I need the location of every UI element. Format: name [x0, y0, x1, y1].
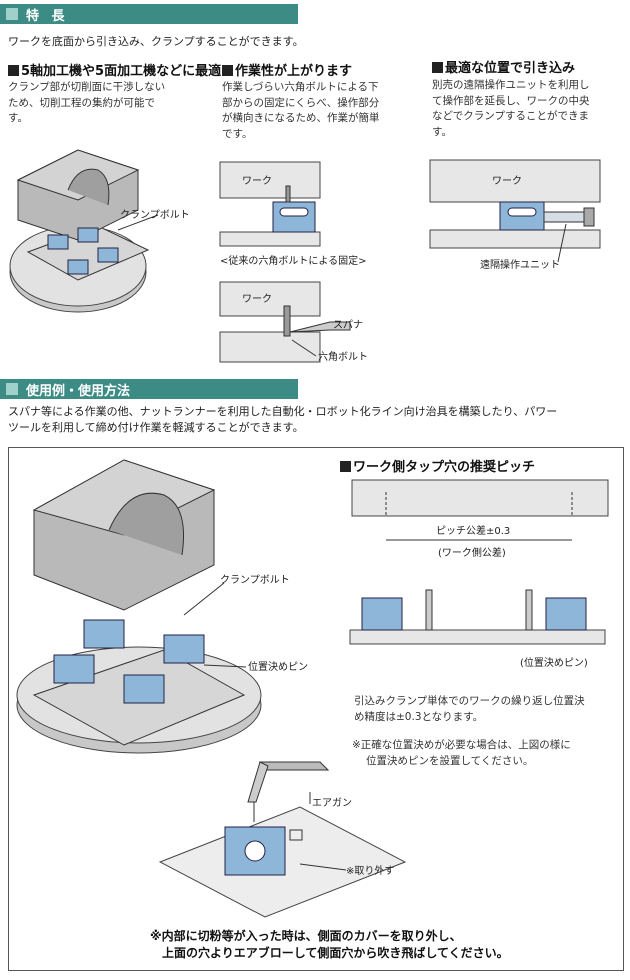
remove-label: ※取り外す — [346, 865, 394, 877]
feature-3-heading: 最適な位置で引き込み — [432, 57, 575, 76]
work-label: ワーク — [242, 175, 272, 187]
features-title: 特 長 — [26, 9, 69, 24]
feature-1-heading: 5軸加工機や5面加工機などに最適 — [8, 60, 221, 79]
work-label-2: ワーク — [242, 293, 272, 305]
pitch-illustration: ピッチ公差±0.3 (ワーク側公差) (位置決めピン) — [349, 479, 609, 669]
conventional-label: <従来の六角ボルトによる固定> — [220, 254, 366, 267]
remote-unit-label: 遠隔操作ユニット — [480, 258, 560, 271]
pitch-heading: ワーク側タップ穴の推奨ピッチ — [340, 456, 535, 475]
airgun-label: エアガン — [312, 797, 352, 809]
feature-2-text: 作業しづらい六角ボルトによる下部からの固定にくらべ、操作部分が横向きになるため、… — [222, 81, 380, 140]
clamp-bolt-label: クランプボルト — [120, 209, 190, 221]
usage-locating-pin-label: 位置決めピン — [248, 660, 308, 673]
feature-2-heading: 作業性が上がります — [222, 60, 352, 79]
pitch-pin-label: (位置決めピン) — [520, 656, 588, 669]
section-marker — [6, 383, 18, 395]
feature-1-text: クランプ部が切削面に干渉しないため、切削工程の集約が可能です。 — [8, 81, 166, 124]
features-intro: ワークを底面から引き込み、クランプすることができます。 — [8, 35, 304, 48]
hex-bolt-label: 六角ボルト — [318, 351, 368, 363]
usage-main-illustration: クランプボルト 位置決めピン — [16, 459, 308, 754]
usage-title: 使用例・使用方法 — [26, 384, 131, 399]
feature-1-illustration: クランプボルト — [9, 149, 190, 313]
bottom-note: ※内部に切粉等が入った時は、側面のカバーを取り外し、上面の穴よりエアブローして側… — [150, 929, 509, 960]
usage-section-bar: 使用例・使用方法 — [0, 379, 298, 399]
feature-2-illustration: ワーク <従来の六角ボルトによる固定> ワーク スパナ 六角ボルト — [219, 161, 368, 363]
pitch-tolerance-note: (ワーク側公差) — [438, 546, 506, 559]
pitch-note: ※正確な位置決めが必要な場合は、上図の様に位置決めピンを設置してください。 — [352, 739, 571, 767]
pitch-tolerance: ピッチ公差±0.3 — [436, 524, 510, 537]
usage-intro: スパナ等による作業の他、ナットランナーを利用した自動化・ロボット化ライン向け治具… — [8, 405, 558, 434]
features-section-bar: 特 長 — [0, 4, 298, 24]
work-label-3: ワーク — [492, 175, 522, 187]
pitch-repeat-text: 引込みクランプ単体でのワークの繰り返し位置決め精度は±0.3となります。 — [354, 695, 585, 723]
feature-3-illustration: ワーク 遠隔操作ユニット — [429, 159, 601, 271]
square-bullet-icon — [432, 62, 443, 73]
spanner-label: スパナ — [333, 319, 363, 331]
feature-3-text: 別売の遠隔操作ユニットを利用して操作部を延長し、ワークの中央などでクランプするこ… — [432, 79, 590, 138]
square-bullet-icon — [340, 461, 351, 472]
airgun-illustration: エアガン ※取り外す — [158, 761, 407, 918]
section-marker — [6, 8, 18, 20]
square-bullet-icon — [8, 65, 19, 76]
square-bullet-icon — [222, 65, 233, 76]
usage-clamp-bolt-label: クランプボルト — [220, 574, 290, 586]
usage-box — [8, 447, 624, 971]
